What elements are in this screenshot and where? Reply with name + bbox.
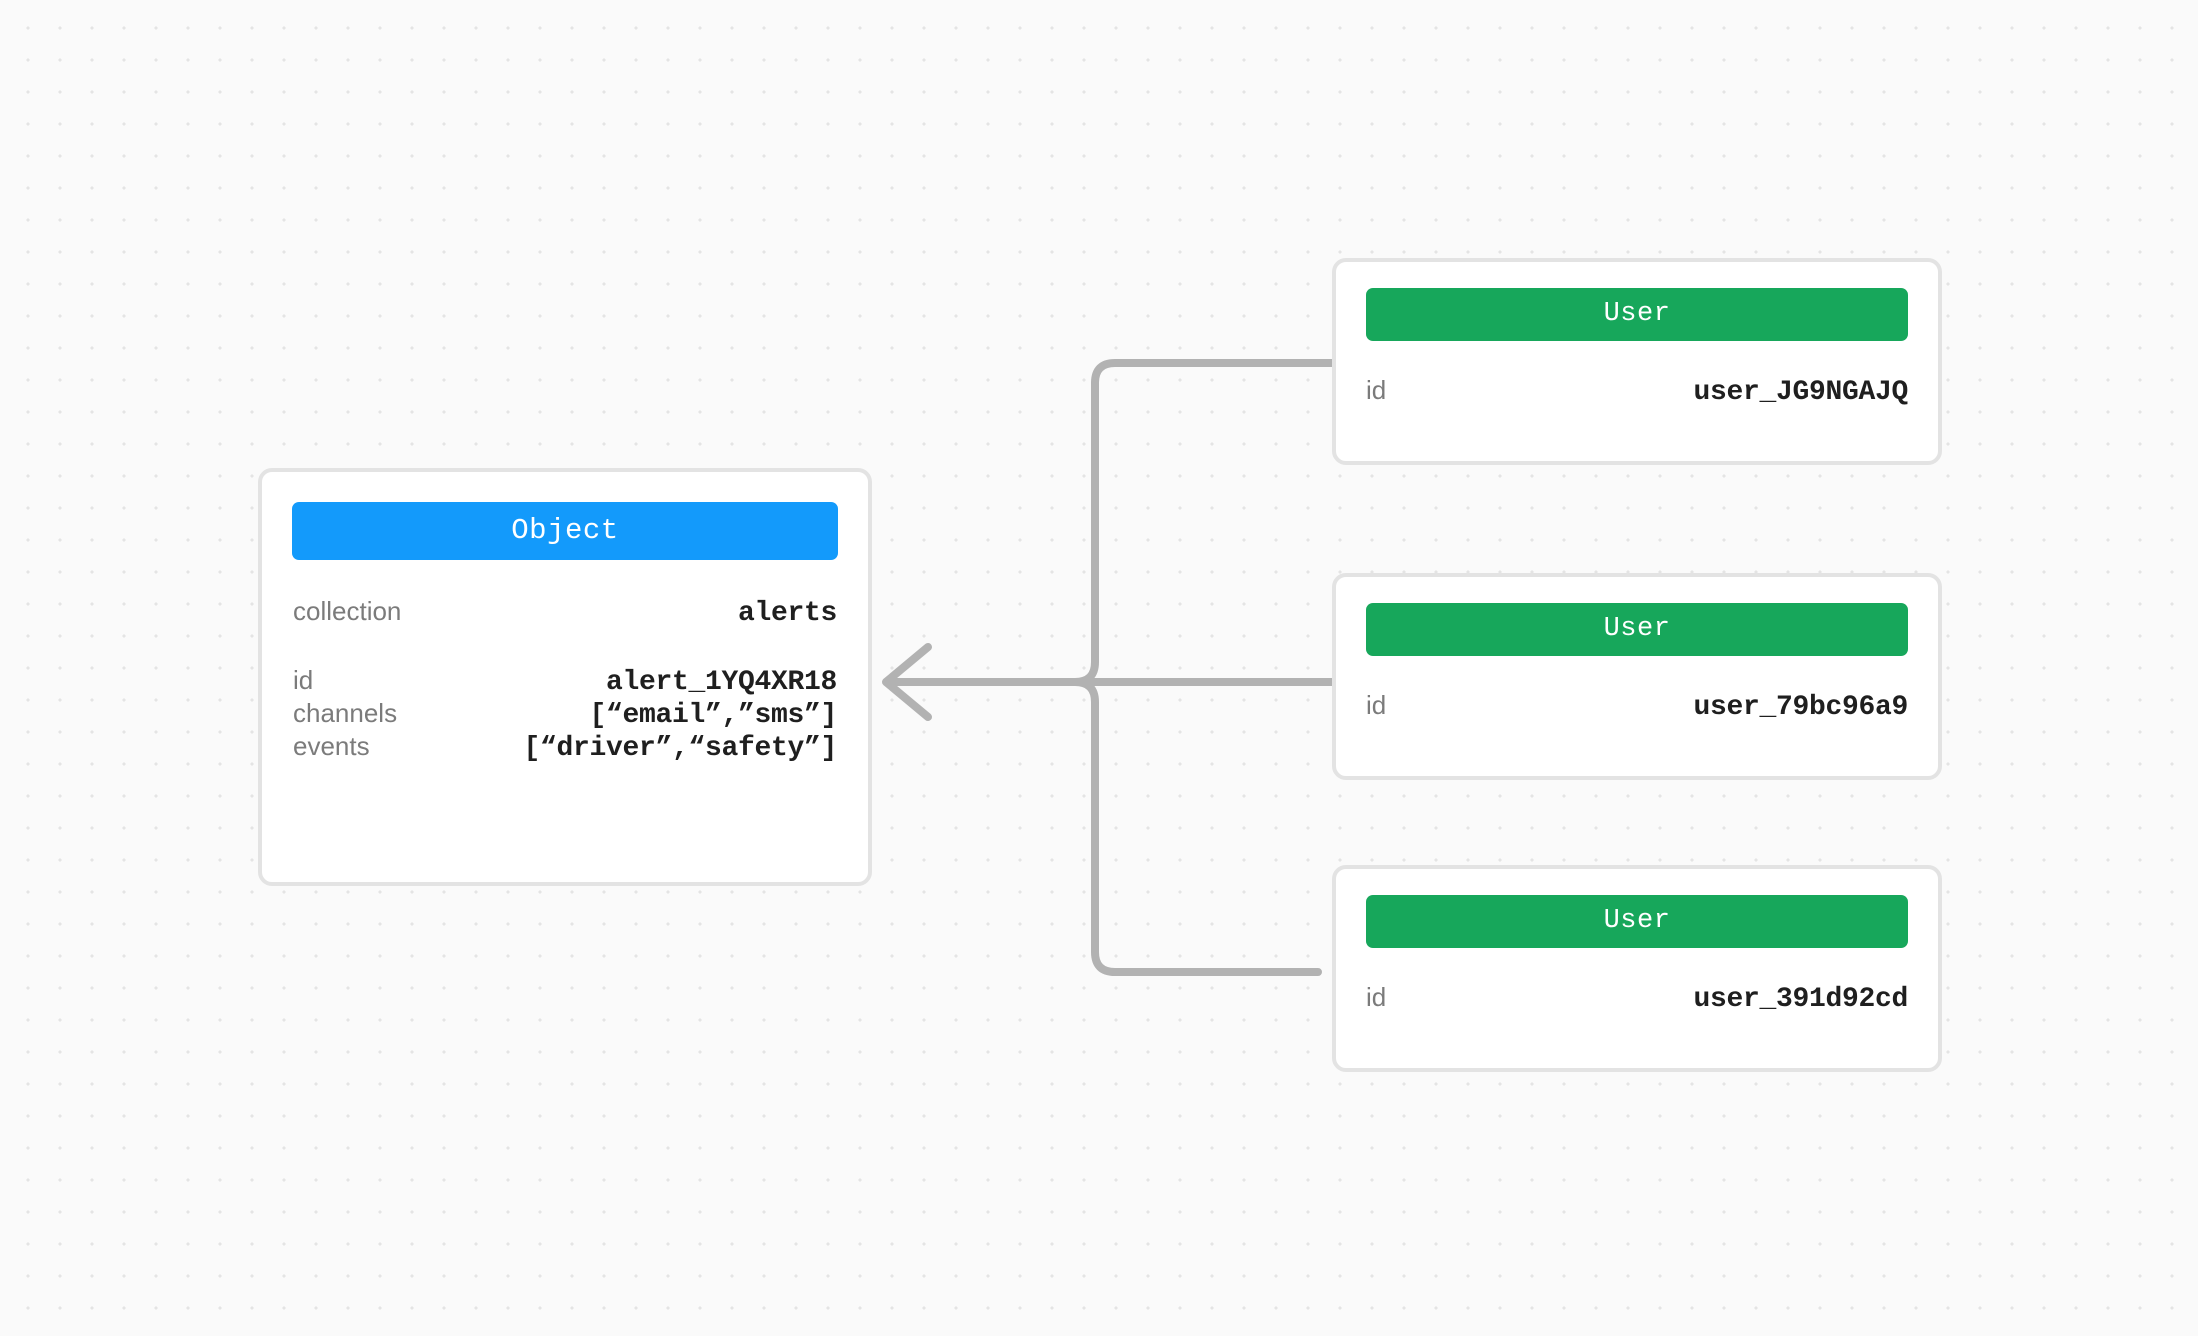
user-node-1-header: User (1366, 288, 1908, 341)
user-node-3-field-id-value: user_391d92cd (1693, 984, 1908, 1015)
object-field-channels: channels [“email”,”sms”] (292, 698, 838, 731)
user-node-2-field-id-label: id (1366, 690, 1387, 720)
user-node-3-field-id-label: id (1366, 982, 1387, 1012)
user-node-1[interactable]: User id user_JG9NGAJQ (1332, 258, 1942, 465)
object-field-events-label: events (293, 731, 370, 761)
user-node-1-field-id: id user_JG9NGAJQ (1366, 375, 1908, 408)
object-field-collection: collection alerts (292, 596, 838, 629)
user-node-1-field-id-value: user_JG9NGAJQ (1693, 377, 1908, 408)
object-field-events: events [“driver”,“safety”] (292, 731, 838, 764)
edge-user-1 (886, 359, 1336, 686)
user-node-3-header: User (1366, 895, 1908, 948)
object-node-header: Object (292, 502, 838, 560)
object-field-collection-value: alerts (737, 598, 837, 629)
user-node-3-field-id: id user_391d92cd (1366, 982, 1908, 1015)
object-field-id-value: alert_1YQ4XR18 (605, 667, 837, 698)
user-node-2-header: User (1366, 603, 1908, 656)
object-field-collection-label: collection (293, 596, 402, 626)
user-node-1-field-id-label: id (1366, 375, 1387, 405)
user-node-2[interactable]: User id user_79bc96a9 (1332, 573, 1942, 780)
user-node-2-field-id: id user_79bc96a9 (1366, 690, 1908, 723)
object-field-events-value: [“driver”,“safety”] (523, 733, 837, 764)
object-field-channels-label: channels (293, 698, 398, 728)
object-node[interactable]: Object collection alerts id alert_1YQ4XR… (258, 468, 872, 886)
edge-user-3 (886, 678, 1322, 976)
object-field-channels-value: [“email”,”sms”] (589, 700, 837, 731)
user-node-2-field-id-value: user_79bc96a9 (1693, 692, 1908, 723)
user-node-3[interactable]: User id user_391d92cd (1332, 865, 1942, 1072)
object-field-id-label: id (293, 665, 314, 695)
object-field-id: id alert_1YQ4XR18 (292, 665, 838, 698)
edge-arrowhead-icon (882, 643, 932, 721)
